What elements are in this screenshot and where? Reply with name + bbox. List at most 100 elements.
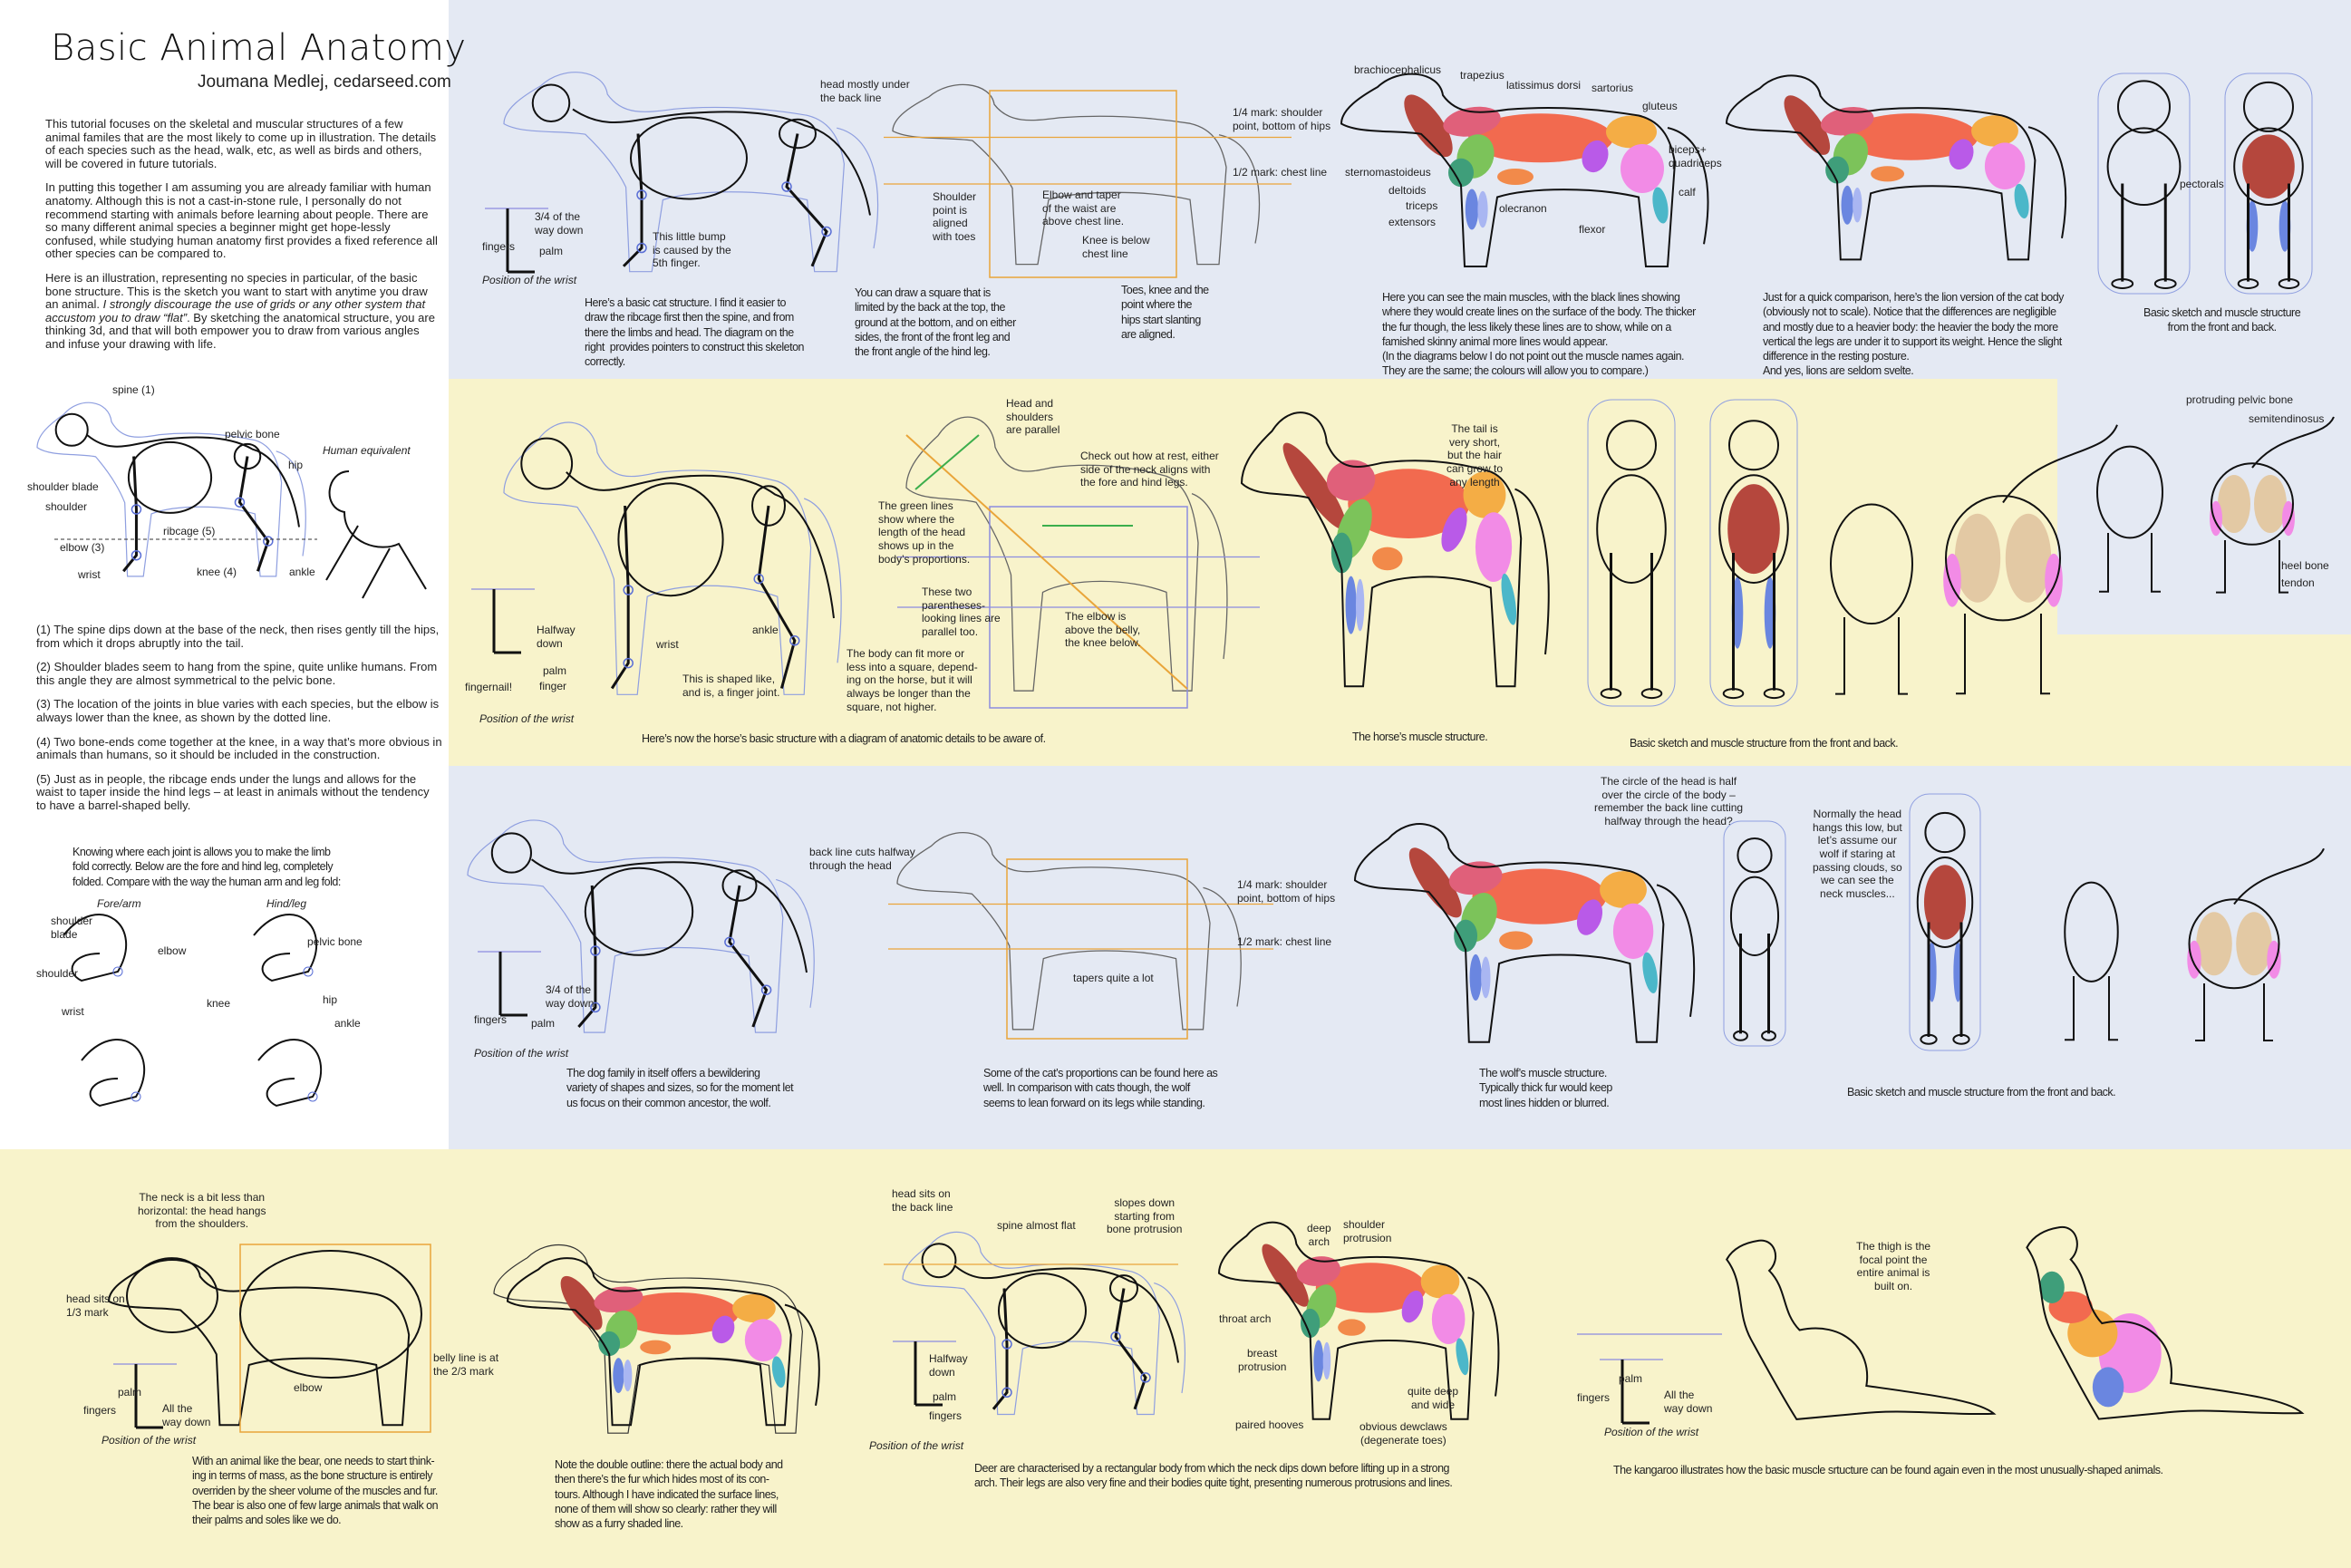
- head-circle-label: The circle of the head is half over the …: [1594, 775, 1744, 828]
- breast-protrusion-label: breast protrusion: [1238, 1347, 1287, 1373]
- halfway-label: Halfway down: [537, 624, 576, 650]
- knee-below-label: Knee is below chest line: [1082, 234, 1150, 260]
- ankle-label: ankle: [289, 566, 315, 578]
- horse-panel-extension: [2057, 634, 2351, 766]
- wrist-position-label: Position of the wrist: [102, 1434, 197, 1447]
- half-mark-label: 1/2 mark: chest line: [1237, 935, 1332, 948]
- human-equivalent-label: Human equivalent: [323, 444, 411, 457]
- shoulder-blade-label: shoulder blade: [27, 480, 99, 493]
- latissimus-label: latissimus dorsi: [1506, 79, 1582, 92]
- three-quarter-label: 3/4 of the way down: [546, 983, 595, 1010]
- knee-label: knee (4): [197, 566, 237, 578]
- palm-label: palm: [531, 1017, 556, 1030]
- wrist-position-label: Position of the wrist: [869, 1439, 964, 1452]
- deltoids-label: deltoids: [1388, 184, 1427, 197]
- spine-flat-label: spine almost flat: [997, 1219, 1076, 1232]
- knee-label: knee: [207, 997, 231, 1010]
- shoulder-blade-label: shoulder blade: [51, 915, 93, 941]
- wrist-position-label: Position of the wrist: [1604, 1426, 1699, 1438]
- caption-muscle-label: The horse’s muscle structure.: [1352, 731, 1488, 743]
- sartorius-label: sartorius: [1592, 82, 1634, 94]
- caption-front-back-label: Basic sketch and muscle structure from t…: [1630, 737, 1899, 750]
- triceps-label: triceps: [1406, 199, 1438, 212]
- semitendinosus-label: semitendinosus: [2249, 412, 2325, 425]
- wrist-label: wrist: [78, 568, 101, 581]
- quarter-mark-label: 1/4 mark: shoulder point, bottom of hips: [1237, 878, 1336, 905]
- fingers-label: fingers: [1577, 1391, 1611, 1404]
- elbow-taper-label: Elbow and taper of the waist are above c…: [1042, 189, 1125, 228]
- fingers-label: fingers: [482, 240, 516, 253]
- halfway-label: Halfway down: [929, 1352, 968, 1379]
- quarter-mark-label: 1/4 mark: shoulder point, bottom of hips: [1233, 106, 1331, 132]
- elbow-label: elbow: [294, 1381, 323, 1394]
- green-lines-label: The green lines show where the length of…: [878, 499, 971, 566]
- deep-arch-label: deep arch: [1307, 1222, 1331, 1248]
- fore-title-label: Fore/arm: [97, 897, 141, 910]
- head-mark-label: head sits on 1/3 mark: [66, 1292, 125, 1319]
- palm-label: palm: [118, 1386, 142, 1399]
- hip-label: hip: [288, 459, 304, 471]
- wrist-label: wrist: [656, 638, 679, 651]
- toes-note-label: Toes, knee and the point where the hips …: [1121, 284, 1209, 341]
- wrist-position-label: Position of the wrist: [479, 712, 575, 725]
- skeleton-notes: (1) The spine dips down at the base of t…: [36, 623, 442, 824]
- hip-label: hip: [323, 993, 338, 1006]
- intro-label: Knowing where each joint is allows you t…: [73, 846, 341, 888]
- extensors-label: extensors: [1388, 216, 1437, 228]
- caption-skeleton-label: Here’s a basic cat structure. I find it …: [585, 296, 805, 368]
- wrist-label: wrist: [62, 1005, 84, 1018]
- caption-muscle-label: The wolf’s muscle structure. Typically t…: [1479, 1067, 1612, 1109]
- note: (3) The location of the joints in blue v…: [36, 697, 440, 724]
- finger-label: finger: [539, 680, 567, 692]
- shoulder-protrusion-label: shoulder protrusion: [1343, 1218, 1392, 1244]
- sternomastoideus-label: sternomastoideus: [1345, 166, 1431, 179]
- caption-structure-label: Here’s now the horse’s basic structure w…: [642, 732, 1046, 745]
- belly-line-label: belly line is at the 2/3 mark: [433, 1351, 499, 1378]
- olecranon-label: olecranon: [1499, 202, 1547, 215]
- caption-front-back-label: Basic sketch and muscle structure from t…: [2143, 306, 2301, 334]
- fingers-label: fingers: [929, 1409, 963, 1422]
- elbow-label: elbow (3): [60, 541, 105, 554]
- head-back-label: head sits on the back line: [892, 1187, 953, 1214]
- head-under-label: head mostly under the back line: [820, 78, 910, 104]
- finger-joint-label: This is shaped like, and is, a finger jo…: [682, 673, 780, 699]
- paired-hooves-label: paired hooves: [1235, 1418, 1304, 1431]
- flexor-label: flexor: [1579, 223, 1606, 236]
- fingers-label: fingers: [474, 1013, 508, 1026]
- tendon-label: tendon: [2281, 576, 2315, 589]
- head-shoulders-label: Head and shoulders are parallel: [1006, 397, 1060, 437]
- caption-skeleton-label: The dog family in itself offers a bewild…: [566, 1067, 794, 1109]
- caption-muscle-label: Note the double outline: there the actua…: [555, 1458, 783, 1530]
- palm-label: palm: [1619, 1372, 1643, 1385]
- caption-lion-label: Just for a quick comparison, here’s the …: [1763, 291, 2064, 378]
- note: (2) Shoulder blades seem to hang from th…: [36, 660, 438, 687]
- intro-paragraph: Here is an illustration, representing no…: [45, 271, 440, 352]
- wrist-position-label: Position of the wrist: [482, 274, 577, 286]
- palm-label: palm: [539, 245, 564, 257]
- author-credit: Joumana Medlej, cedarseed.com: [198, 73, 451, 92]
- trapezius-label: trapezius: [1460, 69, 1504, 82]
- page-title: Basic Animal Anatomy: [51, 27, 467, 69]
- thigh-label: The thigh is the focal point the entire …: [1856, 1240, 1931, 1292]
- all-way-label: All the way down: [1664, 1389, 1713, 1415]
- note: (4) Two bone-ends come together at the k…: [36, 734, 442, 762]
- bump-label: This little bump is caused by the 5th fi…: [653, 230, 731, 270]
- intro-text: This tutorial focuses on the skeletal an…: [45, 117, 440, 363]
- caption-front-back-label: Basic sketch and muscle structure from t…: [1847, 1086, 2116, 1099]
- throat-arch-label: throat arch: [1219, 1312, 1272, 1325]
- ribcage-label: ribcage (5): [163, 525, 216, 537]
- tapers-label: tapers quite a lot: [1073, 972, 1154, 984]
- all-way-label: All the way down: [162, 1402, 211, 1428]
- caption-structure-label: With an animal like the bear, one needs …: [192, 1455, 439, 1526]
- dewclaws-label: obvious dewclaws (degenerate toes): [1359, 1420, 1447, 1447]
- slopes-label: slopes down starting from bone protrusio…: [1107, 1196, 1183, 1236]
- head-low-label: Normally the head hangs this low, but le…: [1813, 808, 1902, 900]
- horse-panel: [449, 379, 2057, 766]
- neck-label: The neck is a bit less than horizontal: …: [138, 1191, 266, 1231]
- intro-text-end: . By sketching the anatomical structure,…: [45, 310, 435, 351]
- ankle-label: ankle: [752, 624, 779, 636]
- gluteus-label: gluteus: [1642, 100, 1678, 112]
- pelvic-label: protruding pelvic bone: [2186, 393, 2294, 406]
- elbow-label: elbow: [158, 944, 187, 957]
- fingers-label: fingers: [83, 1404, 117, 1417]
